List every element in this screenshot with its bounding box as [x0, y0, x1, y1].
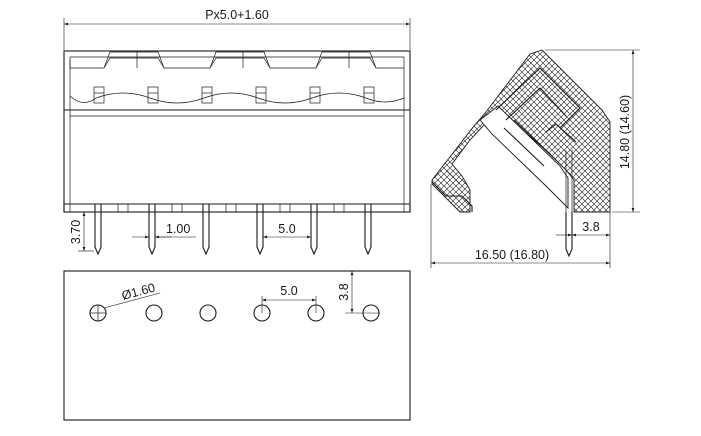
bottom-view: Ø1.60 5.0 3.8 [63, 270, 411, 421]
pin-length-label: 3.70 [69, 220, 83, 244]
side-clamp-line-2 [513, 119, 557, 161]
wire-entry-openings [69, 51, 404, 69]
clamp-wave-line [69, 92, 405, 104]
side-pin-internal [565, 150, 573, 212]
pins [94, 204, 372, 256]
front-view: Px5.0+1.60 [63, 8, 411, 256]
housing-bottom-ledge [63, 203, 411, 212]
overall-width-label: Px5.0+1.60 [205, 8, 269, 22]
side-pin-offset-label: 3.8 [582, 220, 599, 234]
bottom-view-outline [63, 270, 411, 421]
screw-heads [93, 86, 375, 104]
side-depth-label: 16.50 (16.80) [475, 248, 549, 262]
bottom-pitch-label: 5.0 [280, 284, 297, 298]
side-height-label: 14.80 (14.60) [618, 95, 632, 169]
side-pin [565, 212, 573, 258]
front-pitch-label: 5.0 [278, 222, 295, 236]
side-hook-detail [445, 169, 461, 185]
side-clamp-inner [505, 87, 567, 121]
side-wire-cavity [479, 105, 569, 210]
side-view: 14.80 (14.60) 3.8 16.50 (16.80) [430, 49, 640, 268]
side-clamp-line-1 [503, 127, 545, 167]
side-screw-detail [545, 123, 577, 143]
pin-width-label: 1.00 [166, 222, 190, 236]
edge-offset-label: 3.8 [337, 283, 351, 300]
side-clamp-top [495, 67, 581, 129]
pin-holes [89, 304, 380, 322]
hole-diameter-label: Ø1.60 [120, 281, 157, 303]
diameter-leader [103, 292, 161, 309]
housing-outline [63, 50, 411, 213]
bottom-notches [117, 204, 345, 213]
side-lower-hook [431, 181, 473, 212]
